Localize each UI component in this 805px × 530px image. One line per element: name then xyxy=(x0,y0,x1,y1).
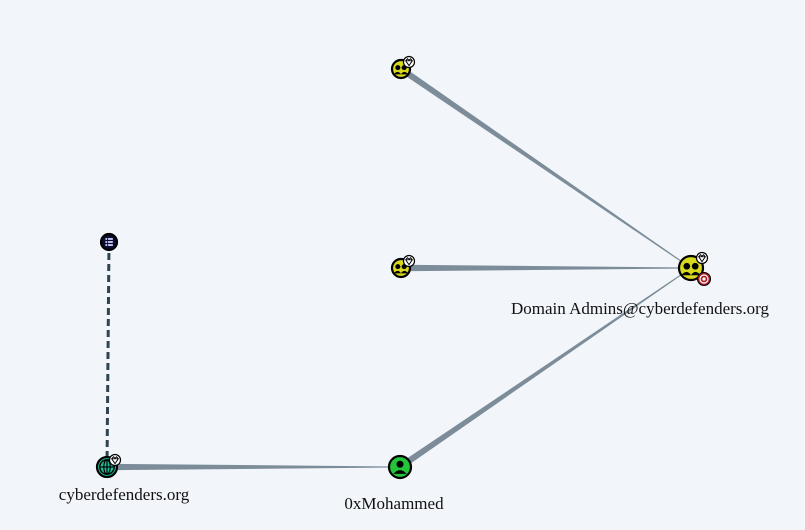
node-label-domain-admins: Domain Admins@cyberdefenders.org xyxy=(511,299,770,318)
node-domain-admins[interactable] xyxy=(677,251,711,286)
nodes-layer xyxy=(95,55,711,480)
node-label-domain: cyberdefenders.org xyxy=(59,485,190,504)
edges-layer xyxy=(105,66,692,471)
edge-domain-to-user[interactable] xyxy=(107,463,400,471)
node-domain[interactable] xyxy=(95,453,122,479)
node-label-user: 0xMohammed xyxy=(344,494,444,513)
group-icon xyxy=(390,257,412,279)
high-value-crown-icon xyxy=(108,453,122,467)
user-icon xyxy=(387,454,413,480)
labels-layer: Domain Admins@cyberdefenders.org cyberdef… xyxy=(59,299,770,513)
high-value-crown-icon xyxy=(402,55,416,69)
node-user[interactable] xyxy=(387,454,413,480)
high-value-crown-icon xyxy=(695,251,709,265)
edge-user-to-domain-admins[interactable] xyxy=(398,267,692,470)
high-value-crown-icon xyxy=(402,254,416,268)
edge-group-mid-to-domain-admins[interactable] xyxy=(401,264,691,272)
node-group-mid[interactable] xyxy=(390,254,416,279)
group-icon xyxy=(390,58,412,80)
edge-ou-to-domain[interactable] xyxy=(105,241,111,468)
node-group-top[interactable] xyxy=(390,55,416,80)
edge-group-top-to-domain-admins[interactable] xyxy=(399,66,692,269)
node-ou[interactable] xyxy=(99,232,119,252)
target-icon xyxy=(697,272,711,286)
list-icon xyxy=(99,232,119,252)
group-icon xyxy=(677,254,705,282)
